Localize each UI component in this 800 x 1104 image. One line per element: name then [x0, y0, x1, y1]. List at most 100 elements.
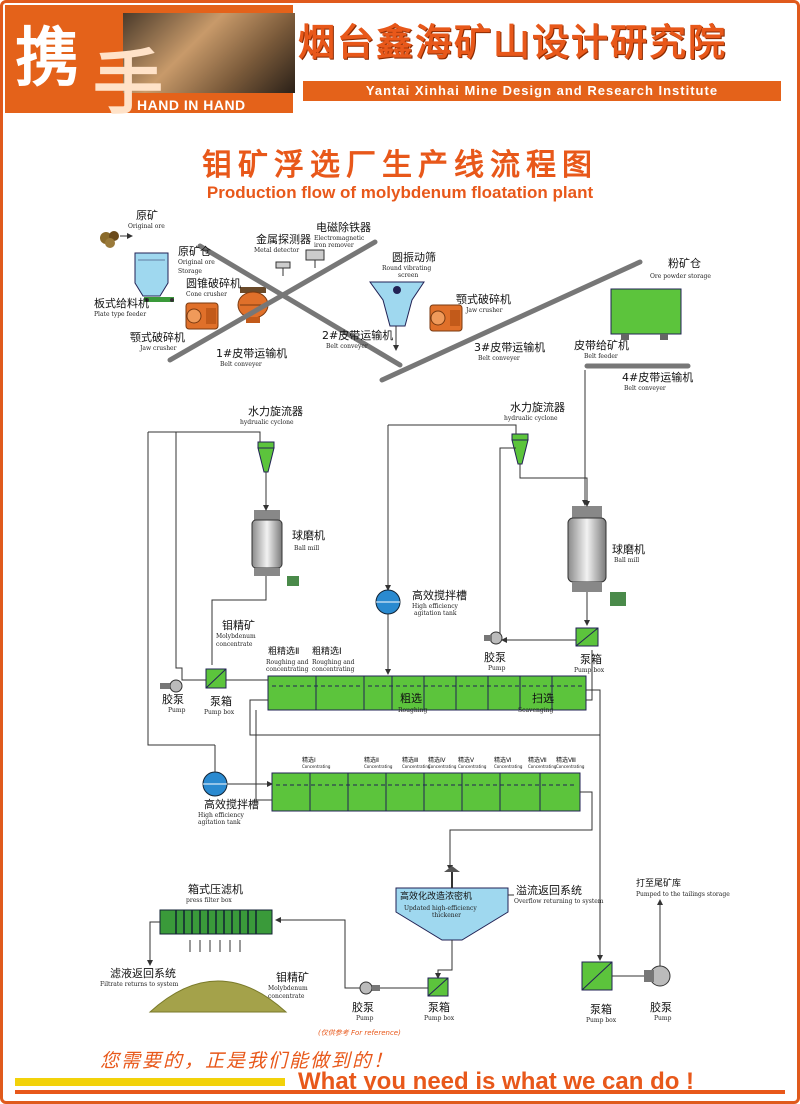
rough-2-label-en2: concentrating [266, 666, 309, 673]
rough-2-label-en1: Roughing and [266, 659, 309, 666]
iron-remover-label: 电磁除铁器 [316, 221, 371, 234]
jaw-crusher-2-label: 颚式破碎机 [456, 293, 511, 306]
cyclone-2-icon [511, 433, 529, 465]
vibrating-screen-icon [369, 281, 425, 327]
vibrating-screen-label-en1: Round vibrating [382, 265, 432, 272]
pump-b-label: 胶泵 [484, 651, 506, 664]
pumpbox-c-icon [427, 977, 449, 997]
belt-3-label: 3#皮带运输机 [474, 341, 546, 354]
agitation-tank-2-label: 高效搅拌槽 [204, 798, 259, 811]
iron-remover-label-en1: Electromagnetic [314, 235, 365, 242]
pump-b-label-en: Pump [488, 665, 506, 672]
agitation-tank-1-icon [375, 589, 401, 615]
thickener-label-en2: thickener [432, 912, 462, 919]
pump-a-icon [160, 679, 183, 693]
agitation-tank-2-label-en1: High efficiency [198, 812, 244, 819]
belt-feeder-label-en: Belt feeder [584, 353, 618, 360]
pumpbox-b-label: 泵箱 [580, 653, 602, 666]
agitation-tank-1-label: 高效搅拌槽 [412, 589, 467, 602]
cyclone-1-label: 水力旋流器 [248, 405, 303, 418]
vibrating-screen-label: 圆振动筛 [392, 251, 436, 264]
plate-feeder-icon [144, 297, 174, 302]
ball-mill-2-icon [567, 506, 626, 606]
yellow-bar [15, 1078, 285, 1086]
pump-a-label: 胶泵 [162, 693, 184, 706]
jaw-crusher-1-icon [185, 302, 219, 330]
mo-concentrate-1-label: 钼精矿 [222, 619, 255, 632]
pumpbox-b-label-en: Pump box [574, 667, 605, 674]
pump-d-icon [644, 965, 671, 987]
iron-remover-label-en2: iron remover [314, 242, 354, 249]
pumpbox-d-label: 泵箱 [590, 1003, 612, 1016]
metal-detector-label: 金属探测器 [256, 233, 311, 246]
powder-bin-label-en: Ore powder storage [650, 273, 711, 280]
concentrate-pile-icon [148, 980, 288, 1013]
mo-concentrate-2-label-en2: concentrate [268, 993, 305, 1000]
pumpbox-a-label: 泵箱 [210, 695, 232, 708]
pump-c-label: 胶泵 [352, 1001, 374, 1014]
scavenging-label-en: Scavenging [518, 707, 554, 714]
filter-press-label-en: press filter box [186, 897, 232, 904]
reference-note: (仅供参考 For reference) [318, 1029, 401, 1037]
roughing-label: 粗选 [400, 692, 422, 705]
belt-2-label: 2#皮带运输机 [322, 329, 394, 342]
overflow-label-en: Overflow returning to system [514, 898, 604, 905]
thickener-icon [395, 866, 509, 941]
pump-b-icon [484, 631, 503, 645]
logo-char-1: 携 [15, 21, 79, 96]
belt-1-label-en: Belt conveyer [220, 361, 262, 368]
jaw-crusher-2-label-en: Jaw crusher [466, 307, 503, 314]
agitation-tank-2-label-en2: agitation tank [198, 819, 241, 826]
belt-conveyor-2 [197, 243, 403, 368]
agitation-tank-1-label-en2: agitation tank [414, 610, 457, 617]
iron-remover-icon [305, 249, 325, 268]
belt-4-label: 4#皮带运输机 [622, 371, 694, 384]
tailings-label: 打至尾矿库 [636, 879, 682, 889]
scavenging-label: 扫选 [532, 692, 554, 705]
mo-concentrate-2-label: 钼精矿 [276, 971, 309, 984]
metal-detector-label-en: Metal detector [254, 247, 300, 254]
agitation-tank-2-icon [202, 771, 228, 797]
ball-mill-1-label: 球磨机 [292, 529, 325, 542]
pumpbox-c-label: 泵箱 [428, 1001, 450, 1014]
mo-concentrate-2-label-en1: Molybdenum [268, 985, 308, 992]
metal-detector-icon [275, 261, 291, 276]
cone-crusher-label: 圆锥破碎机 [186, 277, 241, 290]
raw-ore-icon [100, 231, 119, 248]
ball-mill-2-label-en: Ball mill [614, 557, 640, 564]
logo-text: HAND IN HAND [137, 97, 246, 113]
cone-crusher-label-en: Cone crusher [186, 291, 227, 298]
agitation-tank-1-label-en1: High efficiency [412, 603, 458, 610]
logo-char-2: 手 [93, 41, 163, 124]
mo-concentrate-1-label-en1: Molybdenum [216, 633, 256, 640]
filter-press-icon [159, 909, 273, 952]
slogan-cn: 您需要的，正是我们能做到的！ [100, 1050, 395, 1072]
pumpbox-c-label-en: Pump box [424, 1015, 455, 1022]
rough-2-label: 粗精选Ⅱ [268, 647, 300, 657]
company-name-en: Yantai Xinhai Mine Design and Research I… [303, 81, 781, 101]
handshake-image [123, 13, 295, 93]
ore-bin-icon [134, 252, 169, 297]
pumpbox-d-icon [581, 961, 613, 991]
vibrating-screen-label-en2: screen [398, 272, 419, 279]
pump-a-label-en: Pump [168, 707, 186, 714]
belt-conveyor-1 [167, 239, 378, 363]
ball-mill-1-label-en: Ball mill [294, 545, 320, 552]
jaw-crusher-2-icon [429, 304, 463, 332]
cyclone-1-icon [257, 441, 275, 473]
ball-mill-2-label: 球磨机 [612, 543, 645, 556]
cyclone-2-label-en: hydrualic cyclone [504, 415, 558, 422]
plate-feeder-label: 板式给料机 [94, 297, 149, 310]
thickener-label-en1: Updated high-efficiency [404, 905, 477, 912]
roughing-scavenging-cells [363, 675, 587, 711]
ore-bin-label-en1: Original ore [178, 259, 215, 266]
ore-bin-label-en2: Storage [178, 268, 202, 275]
overflow-label: 溢流返回系统 [516, 884, 582, 897]
